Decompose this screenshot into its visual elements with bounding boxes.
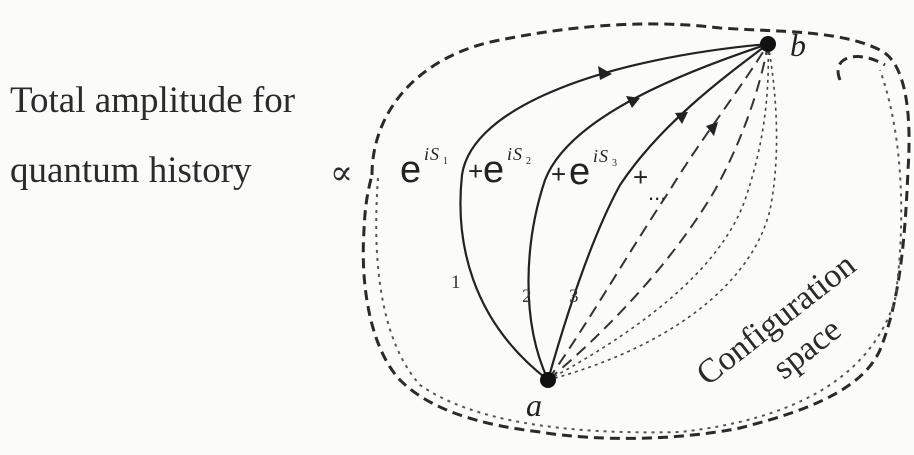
- path-4: [547, 43, 769, 381]
- path-6: [547, 43, 770, 381]
- term-2-exp-sub: 2: [526, 156, 531, 167]
- path-4-arrow: [706, 122, 718, 136]
- region-label: Configuration space: [690, 246, 863, 393]
- term-1-exp-prefix: i: [424, 144, 429, 164]
- path-2: [527, 42, 769, 381]
- term-3-base: e: [569, 151, 590, 193]
- term-2-exp-prefix: i: [507, 144, 512, 164]
- path-1-arrow: [598, 66, 612, 80]
- amplitude-term-2: e i S 2: [483, 144, 531, 191]
- configuration-space-boundary-shading: [375, 69, 903, 434]
- amplitude-term-1: e i S 1: [400, 144, 448, 191]
- term-1-exp-sub: 1: [443, 156, 448, 167]
- path-number-3: 3: [569, 286, 579, 307]
- term-2-exp-var: S: [513, 144, 522, 164]
- path-3-arrow: [675, 112, 688, 124]
- point-b-label: b: [790, 27, 806, 63]
- term-3-exp-var: S: [599, 146, 608, 166]
- caption-line-2: quantum history: [10, 150, 252, 191]
- term-1-base: e: [400, 149, 421, 191]
- plus-1: +: [468, 156, 483, 186]
- term-3-exp-prefix: i: [593, 146, 598, 166]
- plus-2: +: [551, 159, 566, 189]
- point-a-label: a: [526, 387, 542, 423]
- path-5: [547, 43, 769, 381]
- term-3-exp-sub: 3: [612, 158, 617, 169]
- amplitude-term-3: e i S 3: [569, 146, 617, 193]
- point-b: [760, 36, 776, 52]
- path-number-2: 2: [522, 286, 532, 307]
- path-1: [459, 42, 769, 381]
- path-number-1: 1: [451, 272, 461, 293]
- caption-line-1: Total amplitude for: [10, 80, 295, 121]
- term-1-exp-var: S: [430, 144, 439, 164]
- ellipsis: ...: [648, 180, 666, 205]
- term-2-base: e: [483, 149, 504, 191]
- proportional-symbol: ∝: [330, 153, 353, 193]
- boundary-inner-fold: [836, 55, 886, 81]
- configuration-space-boundary: [361, 22, 911, 440]
- path-3: [546, 43, 769, 381]
- path-2-arrow: [626, 96, 640, 108]
- point-a: [540, 372, 556, 388]
- plus-3: +: [633, 162, 648, 192]
